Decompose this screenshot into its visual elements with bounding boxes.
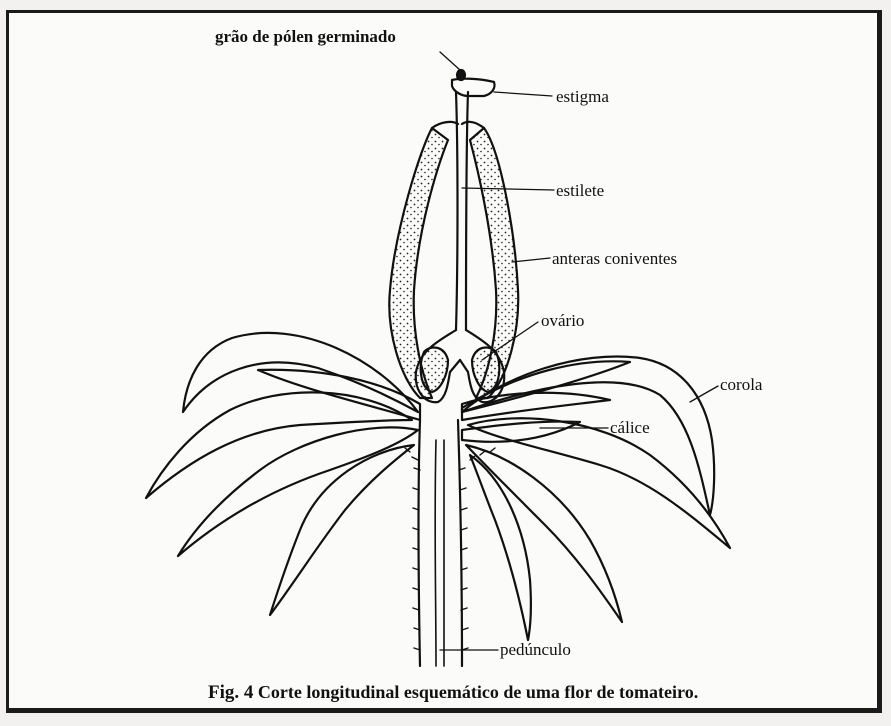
ovary <box>416 330 504 402</box>
leader-anthers <box>512 258 550 262</box>
pollen-grain <box>457 70 465 80</box>
label-calyx: cálice <box>610 419 650 436</box>
calyx-sepal-right-lower <box>462 422 580 442</box>
peduncle <box>405 420 495 666</box>
label-pollen: grão de pólen germinado <box>215 28 396 45</box>
label-ovary: ovário <box>541 312 584 329</box>
label-stigma: estigma <box>556 88 609 105</box>
leader-stigma <box>494 92 552 96</box>
leader-corolla <box>690 386 718 402</box>
label-anthers: anteras coniventes <box>552 250 677 267</box>
corolla-petal-right-thin <box>470 455 531 640</box>
style <box>456 92 468 330</box>
label-style: estilete <box>556 182 604 199</box>
label-peduncle: pedúnculo <box>500 641 571 658</box>
caption-figure-number: Fig. 4 <box>208 682 253 703</box>
corolla-petal-left-upper <box>183 333 418 412</box>
stigma <box>452 79 495 96</box>
caption-text: Corte longitudinal esquemático de uma fl… <box>258 682 698 702</box>
figure-caption: Fig. 4 Corte longitudinal esquemático de… <box>208 683 698 702</box>
label-corolla: corola <box>720 376 762 393</box>
corolla-petal-left-lower <box>270 445 414 615</box>
leader-style <box>462 188 554 190</box>
leader-pollen <box>440 52 460 70</box>
corolla-petal-right-outer <box>468 418 730 548</box>
